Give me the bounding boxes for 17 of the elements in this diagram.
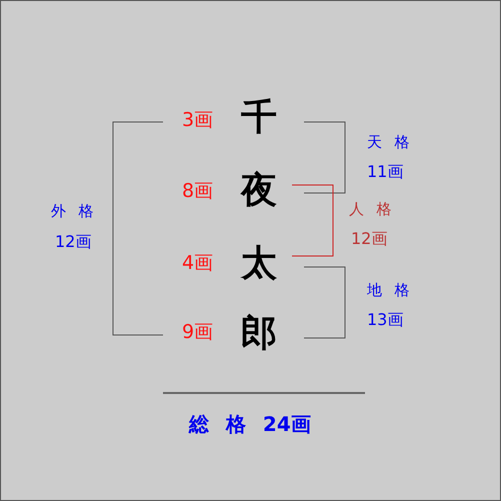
stroke-count: 13画 bbox=[367, 312, 404, 328]
category-label: 人 格 bbox=[349, 202, 392, 217]
stroke-count: 12画 bbox=[351, 231, 388, 247]
category-label: 外 格 bbox=[51, 204, 94, 219]
name-character: 千 bbox=[241, 99, 277, 135]
name-character: 郎 bbox=[241, 315, 277, 351]
stroke-count: 9画 bbox=[182, 323, 214, 342]
total-label: 総 格 24画 bbox=[189, 414, 311, 434]
name-character: 太 bbox=[241, 245, 277, 281]
category-label: 地 格 bbox=[367, 283, 410, 298]
stroke-count: 8画 bbox=[182, 182, 214, 201]
category-label: 天 格 bbox=[367, 135, 410, 150]
stroke-count: 11画 bbox=[367, 164, 404, 180]
name-character: 夜 bbox=[241, 172, 277, 208]
stroke-count: 3画 bbox=[182, 111, 214, 130]
stroke-count: 4画 bbox=[182, 254, 214, 273]
stroke-count: 12画 bbox=[55, 234, 92, 250]
